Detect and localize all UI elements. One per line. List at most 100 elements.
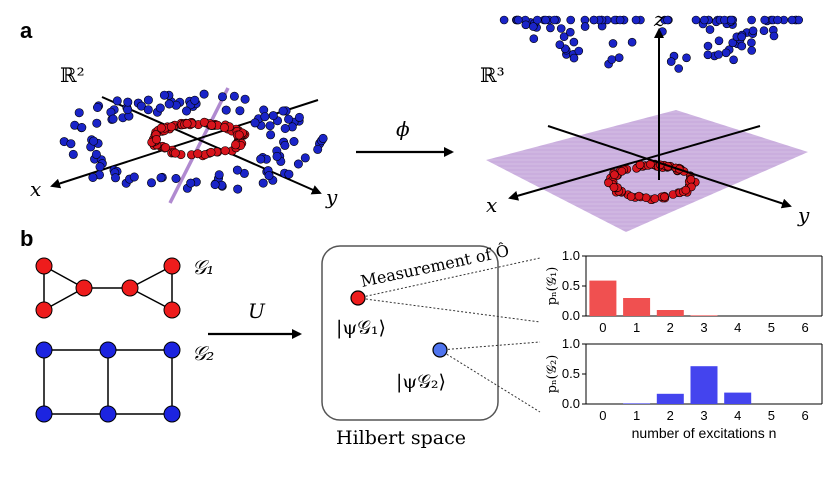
- outer-point-3d: [546, 23, 555, 33]
- inner-point-3d: [604, 178, 613, 188]
- graph1-node: [35, 257, 53, 275]
- outer-point: [136, 101, 146, 111]
- r2-label: ℝ²: [60, 63, 85, 87]
- outer-point-3d: [787, 15, 797, 25]
- outer-point-3d: [748, 26, 758, 36]
- x-tick-label: 4: [734, 408, 741, 423]
- outer-point: [190, 95, 200, 105]
- outer-point-3d: [721, 48, 731, 58]
- outer-point: [278, 106, 288, 116]
- outer-point: [199, 89, 209, 99]
- x-axis-right: [508, 125, 761, 201]
- outer-point: [218, 92, 228, 102]
- outer-point-3d: [555, 40, 565, 50]
- outer-point-3d: [682, 53, 691, 63]
- outer-point-3d: [565, 27, 575, 37]
- outer-point-3d: [737, 41, 747, 51]
- hilbert-space-box: [321, 245, 499, 421]
- outer-point-3d: [631, 15, 641, 25]
- outer-point: [280, 124, 290, 134]
- outer-point-3d: [760, 15, 770, 25]
- graph2-node: [163, 405, 181, 423]
- outer-point: [266, 130, 276, 140]
- outer-point: [92, 118, 102, 128]
- outer-point: [171, 174, 181, 184]
- x-label-right: x: [486, 193, 497, 217]
- outer-point: [112, 96, 122, 106]
- outer-point: [68, 149, 78, 159]
- state1-point: [350, 290, 366, 306]
- outer-point: [66, 139, 76, 149]
- inner-point: [152, 135, 162, 145]
- outer-point-3d: [714, 36, 724, 46]
- x-axis-label: number of excitations n: [632, 425, 777, 441]
- state1-label: |ψ𝒢₁⟩: [336, 317, 386, 339]
- y-axis-right: [547, 125, 792, 209]
- outer-point-3d: [759, 26, 769, 36]
- y-label-right: y: [797, 203, 810, 227]
- outer-point: [111, 173, 121, 183]
- inner-point: [182, 119, 192, 129]
- bar: [656, 393, 684, 404]
- x-tick-label: 1: [633, 320, 640, 335]
- inner-point-3d: [634, 191, 644, 201]
- measurement-label: Measurement of Ô: [359, 240, 511, 291]
- outer-point: [88, 173, 98, 183]
- x-tick-label: 3: [700, 408, 707, 423]
- outer-point: [318, 133, 328, 143]
- outer-point-3d: [580, 22, 590, 31]
- y-label-left: y: [325, 185, 338, 209]
- outer-point: [240, 94, 250, 104]
- outer-point: [284, 114, 294, 124]
- outer-point: [129, 172, 139, 182]
- inner-point-3d: [617, 167, 627, 176]
- outer-point-3d: [615, 15, 625, 25]
- x-tick-label: 4: [734, 320, 741, 335]
- bar: [656, 310, 684, 316]
- outer-point-3d: [703, 41, 713, 51]
- bar: [724, 392, 752, 404]
- outer-point-3d: [566, 15, 576, 25]
- outer-point-3d: [589, 15, 599, 25]
- outer-point: [210, 180, 220, 190]
- outer-point-3d: [499, 15, 509, 25]
- outer-point-3d: [627, 37, 637, 47]
- outer-point: [91, 149, 101, 159]
- bar: [623, 298, 651, 316]
- x-tick-label: 1: [633, 408, 640, 423]
- outer-point: [159, 90, 169, 100]
- r3-label: ℝ³: [480, 63, 505, 87]
- outer-point: [155, 103, 165, 113]
- left-scatter-group: [50, 87, 328, 204]
- x-tick-label: 6: [801, 408, 808, 423]
- x-tick-label: 6: [801, 320, 808, 335]
- outer-point: [143, 95, 153, 105]
- outer-point-3d: [614, 53, 624, 63]
- outer-point-3d: [726, 15, 736, 25]
- y-axis-label: pₙ(𝒢₁): [545, 267, 560, 306]
- state2-label: |ψ𝒢₂⟩: [396, 371, 446, 393]
- y-tick-label: 0.5: [562, 366, 580, 381]
- outer-point-3d: [666, 57, 676, 66]
- measurement-line-top: [357, 257, 541, 299]
- y-tick-label: 0.0: [562, 396, 580, 411]
- y-tick-label: 0.0: [562, 308, 580, 323]
- inner-point: [207, 120, 217, 130]
- x-tick-label: 5: [768, 320, 775, 335]
- outer-point: [294, 112, 304, 122]
- outer-point-3d: [569, 53, 579, 63]
- outer-point-3d: [699, 15, 709, 25]
- outer-point-3d: [569, 37, 579, 47]
- graph1-node: [163, 301, 181, 319]
- inner-point-3d: [686, 175, 696, 184]
- outer-point: [272, 151, 282, 161]
- outer-point: [232, 165, 242, 175]
- x-tick-label: 2: [667, 408, 674, 423]
- outer-point-3d: [729, 55, 738, 65]
- outer-point-3d: [769, 31, 779, 41]
- outer-point: [164, 99, 174, 109]
- graph1-node: [75, 279, 93, 297]
- outer-point-3d: [728, 38, 738, 48]
